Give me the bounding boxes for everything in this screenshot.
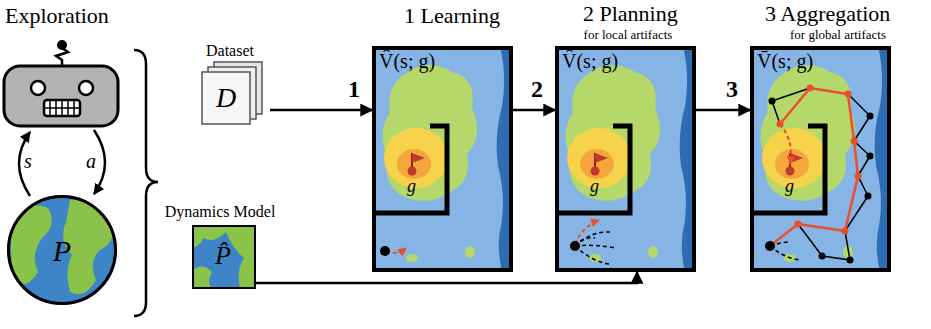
step-heading: 2 Planning [583, 2, 678, 26]
learning-overlay [380, 246, 406, 256]
graph-overlay [765, 85, 874, 264]
action-symbol: a [86, 150, 96, 172]
state-symbol: s [24, 150, 32, 172]
flow-arrow [270, 109, 372, 112]
step-subheading: for global artifacts [790, 28, 886, 42]
environment-circle: P [7, 195, 117, 305]
node-label: P [53, 234, 71, 267]
earth-illustration [7, 195, 117, 305]
flow-arrow [696, 109, 750, 112]
node-shape: P̂ [192, 225, 256, 289]
value-map [555, 46, 696, 272]
step-number: 3 [726, 76, 738, 102]
step-heading: 1 Learning [404, 4, 500, 28]
value-panel: V̂(s; g) g [372, 46, 513, 272]
flow-arrow [256, 272, 637, 283]
value-map [750, 46, 891, 272]
node-label: V̂(s; g) [562, 50, 618, 72]
robot-icon [4, 40, 118, 126]
step-heading: 3 Aggregation [765, 2, 890, 26]
value-panel: V̄(s; g) g [750, 46, 891, 272]
node-label: V̄(s; g) [757, 50, 813, 72]
flow-arrow [513, 109, 555, 112]
dataset-node: DatasetD [190, 40, 270, 126]
node-symbol: g [407, 177, 416, 197]
node-symbol: D [216, 83, 236, 114]
node-label: Dataset [206, 42, 254, 60]
node-label: Dynamics Model [165, 203, 276, 221]
value-map [372, 46, 513, 272]
model-map [192, 225, 256, 289]
grouping-brace [134, 50, 158, 316]
column-heading: Exploration [5, 4, 109, 28]
step-number: 1 [348, 76, 360, 102]
planning-overlay [570, 220, 615, 264]
node-symbol: g [785, 177, 794, 197]
node-symbol: g [590, 177, 599, 197]
step-subheading: for local artifacts [584, 28, 673, 42]
node-symbol: P̂ [215, 242, 231, 271]
value-panel: V̂(s; g) g [555, 46, 696, 272]
step-number: 2 [531, 76, 543, 102]
dataset-stack [202, 62, 262, 124]
node-label: V̂(s; g) [379, 50, 435, 72]
dynamics-model-node: P̂Dynamics Model [170, 203, 270, 291]
